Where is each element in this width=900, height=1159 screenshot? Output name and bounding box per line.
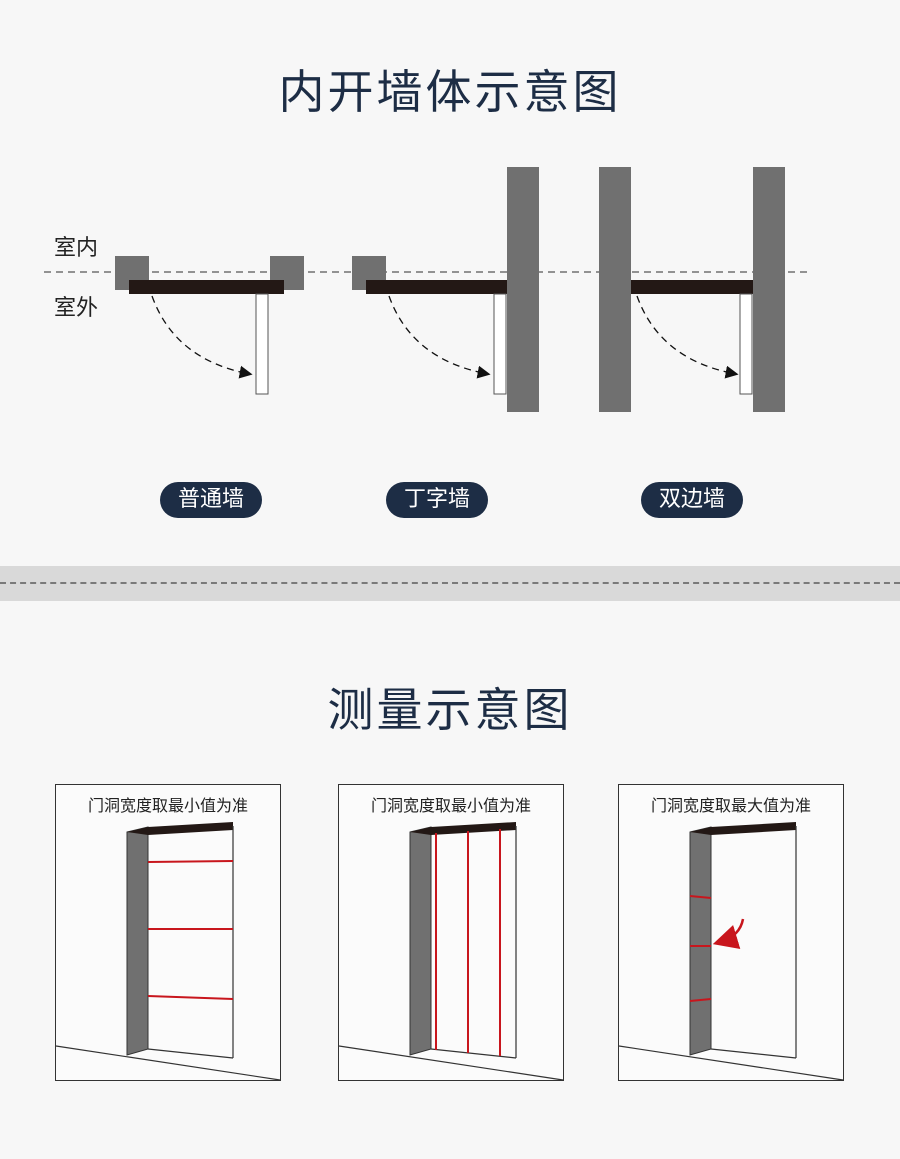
outdoor-label: 室外 <box>54 296 99 321</box>
wall-vertical <box>507 167 539 412</box>
wall-type-ordinary-badge: 普通墙 <box>160 482 262 518</box>
section-divider-dashed-line <box>0 582 900 584</box>
door-frame <box>631 280 753 294</box>
measure-panel-2 <box>338 784 564 1081</box>
wall-type-double-badge: 双边墙 <box>641 482 743 518</box>
measure-caption-1: 门洞宽度取最小值为准 <box>87 796 248 815</box>
indoor-label: 室内 <box>54 236 99 261</box>
swing-arc <box>636 295 739 379</box>
ordinary-wall-diagram <box>115 256 304 395</box>
door-leaf <box>493 293 507 395</box>
t-wall-diagram <box>352 167 539 412</box>
wall-vertical-right <box>753 167 785 412</box>
measure-panel-3 <box>618 784 844 1081</box>
measure-panel-1 <box>55 784 281 1081</box>
diagram-title-wall: 内开墙体示意图 <box>278 65 622 119</box>
diagram-title-measure: 测量示意图 <box>327 683 573 737</box>
wall-type-t-badge: 丁字墙 <box>386 482 488 518</box>
measure-caption-3: 门洞宽度取最大值为准 <box>650 796 811 815</box>
door-frame <box>366 280 507 294</box>
door-frame <box>129 280 284 294</box>
wall-diagrams <box>44 167 812 412</box>
door-leaf <box>255 293 269 395</box>
swing-arc <box>388 295 491 379</box>
double-wall-diagram <box>599 167 785 412</box>
swing-arc <box>151 295 253 379</box>
measure-caption-2: 门洞宽度取最小值为准 <box>370 796 531 815</box>
door-leaf <box>739 293 753 395</box>
wall-vertical-left <box>599 167 631 412</box>
